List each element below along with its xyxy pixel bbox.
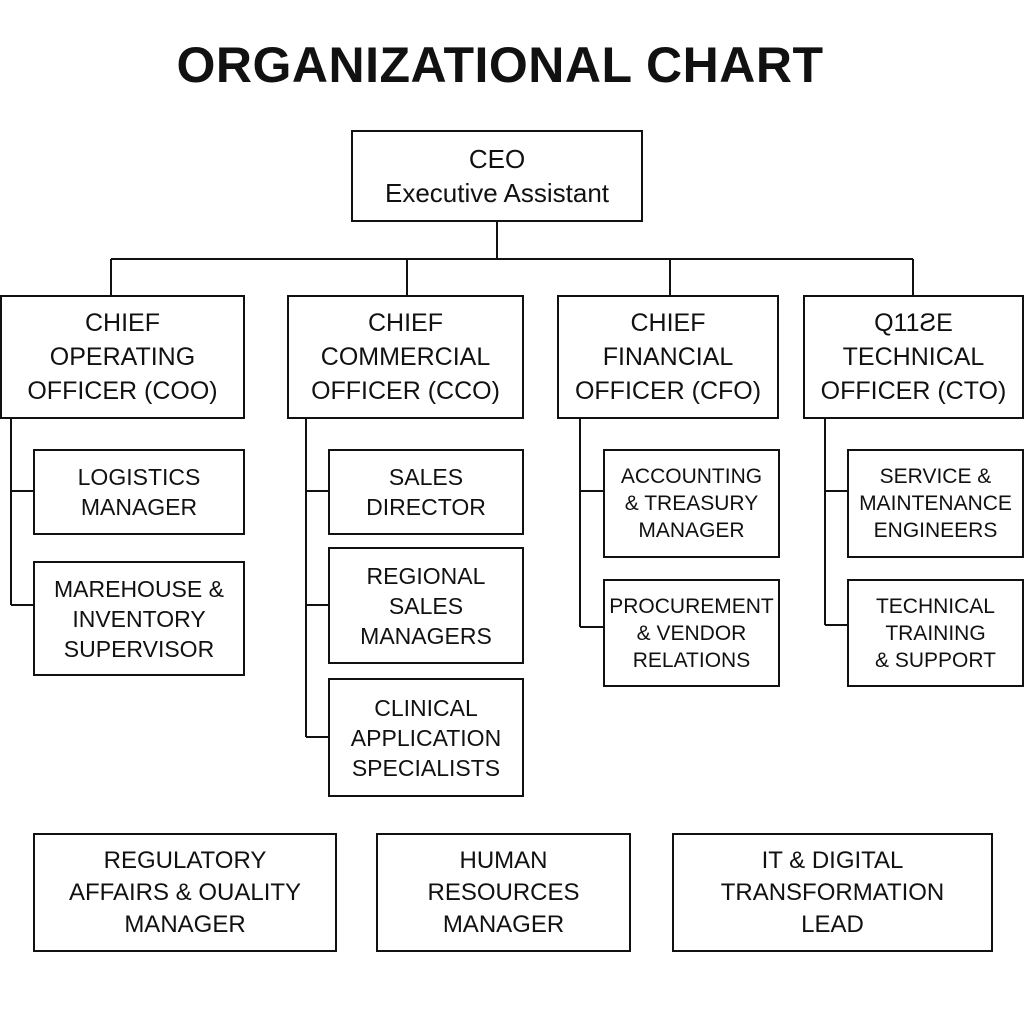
sales-director-box: SALES DIRECTOR xyxy=(328,449,524,535)
ceo-box: CEO Executive Assistant xyxy=(351,130,643,222)
human-resources-box: HUMAN RESOURCES MANAGER xyxy=(376,833,631,952)
logistics-manager-box: LOGISTICS MANAGER xyxy=(33,449,245,535)
regulatory-quality-box: REGULATORY AFFAIRS & OUALITY MANAGER xyxy=(33,833,337,952)
cfo-box: CHIEF FINANCIAL OFFICER (CFO) xyxy=(557,295,779,419)
it-digital-box: IT & DIGITAL TRANSFORMATION LEAD xyxy=(672,833,993,952)
procurement-vendor-box: PROCUREMENT & VENDOR RELATIONS xyxy=(603,579,780,687)
technical-training-box: TECHNICAL TRAINING & SUPPORT xyxy=(847,579,1024,687)
accounting-treasury-box: ACCOUNTING & TREASURY MANAGER xyxy=(603,449,780,558)
cco-box: CHIEF COMMERCIAL OFFICER (CCO) xyxy=(287,295,524,419)
chart-title: ORGANIZATIONAL CHART xyxy=(176,37,824,93)
regional-sales-managers-box: REGIONAL SALES MANAGERS xyxy=(328,547,524,664)
coo-box: CHIEF OPERATING OFFICER (COO) xyxy=(0,295,245,419)
warehouse-supervisor-box: MAREHOUSE & INVENTORY SUPERVISOR xyxy=(33,561,245,676)
cto-box: Q11ƧE TECHNICAL OFFICER (CTO) xyxy=(803,295,1024,419)
clinical-application-specialists-box: CLINICAL APPLICATION SPECIALISTS xyxy=(328,678,524,797)
service-maintenance-box: SERVICE & MAINTENANCE ENGINEERS xyxy=(847,449,1024,558)
